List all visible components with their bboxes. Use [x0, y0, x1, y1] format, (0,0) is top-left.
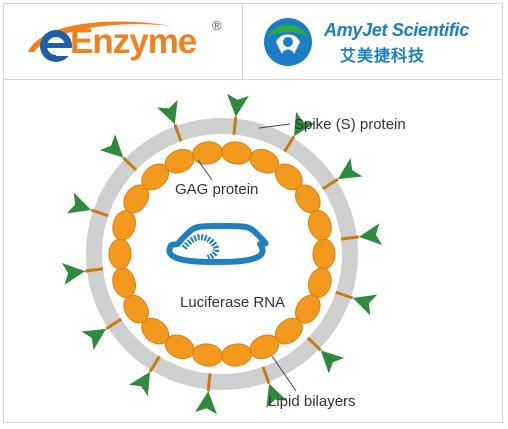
registered-mark: ® — [212, 18, 222, 33]
spike-protein-head — [293, 111, 315, 137]
spike-protein-head — [320, 350, 345, 374]
gag-protein-unit — [192, 343, 223, 367]
gag-protein-unit — [221, 141, 252, 165]
luciferase-rna-coil — [166, 223, 269, 265]
spike-protein-head — [99, 134, 124, 158]
label-luciferase-rna: Luciferase RNA — [180, 294, 286, 311]
spike-protein-head — [129, 371, 151, 397]
spike-stalk — [340, 235, 360, 241]
spike-stalk — [283, 135, 296, 153]
virus-particle-diagram: Spike (S) protein GAG protein Luciferase… — [4, 80, 504, 424]
gag-protein-unit — [312, 238, 336, 270]
gag-protein-unit — [192, 141, 223, 165]
gag-protein-unit — [108, 238, 132, 270]
amyjet-logo: AmyJet Scientific 艾美捷科技 — [258, 12, 498, 72]
amyjet-chinese-name: 艾美捷科技 — [340, 46, 426, 65]
label-spike-protein: Spike (S) protein — [294, 116, 406, 133]
spike-protein-head — [66, 192, 92, 214]
spike-protein-head — [227, 93, 249, 117]
gag-protein-unit — [307, 210, 332, 241]
label-gag-protein: GAG protein — [175, 181, 259, 198]
spike-protein-head — [266, 383, 288, 409]
amyjet-emblem-icon — [264, 18, 312, 66]
spike-stalk — [105, 317, 122, 331]
spike-stalk — [306, 336, 322, 352]
spike-protein-head — [358, 223, 383, 246]
spike-stalk — [122, 156, 138, 172]
spike-stalk — [90, 208, 109, 218]
spike-stalk — [335, 290, 354, 300]
spike-protein-head — [337, 157, 363, 180]
eenzyme-logo: Enzyme ® — [22, 12, 232, 72]
leader-line-gag — [197, 159, 213, 181]
logo-header: Enzyme ® AmyJet Scientific 艾美捷科技 — [4, 4, 502, 80]
spike-protein-head — [195, 391, 217, 415]
header-divider — [242, 4, 243, 80]
virus-particle-illustration — [61, 93, 383, 415]
spike-stalk — [261, 366, 271, 385]
spike-stalk — [206, 373, 212, 392]
spike-stalk — [84, 267, 104, 273]
spike-protein-head — [156, 99, 178, 125]
eenzyme-e-icon — [28, 21, 172, 62]
spike-protein-head — [81, 328, 107, 351]
eenzyme-wordmark: Enzyme — [70, 22, 197, 61]
spike-stalk — [173, 123, 183, 142]
luciferase-rna-inner-loop — [181, 234, 220, 261]
leader-line-lipid — [271, 355, 297, 392]
figure-frame: Enzyme ® AmyJet Scientific 艾美捷科技 Spike (… — [3, 3, 503, 423]
spike-stalk — [232, 116, 238, 135]
amyjet-wordmark: AmyJet Scientific — [324, 20, 469, 40]
spike-stalk — [148, 355, 161, 373]
label-lipid-bilayers: Lipid bilayers — [268, 393, 356, 410]
leader-line-spike — [258, 123, 291, 129]
spike-stalk — [322, 177, 339, 191]
spike-protein-head — [61, 262, 86, 285]
lipid-bilayer-ring — [86, 118, 358, 390]
spike-protein-head — [352, 294, 378, 316]
gag-protein-unit — [221, 343, 252, 367]
